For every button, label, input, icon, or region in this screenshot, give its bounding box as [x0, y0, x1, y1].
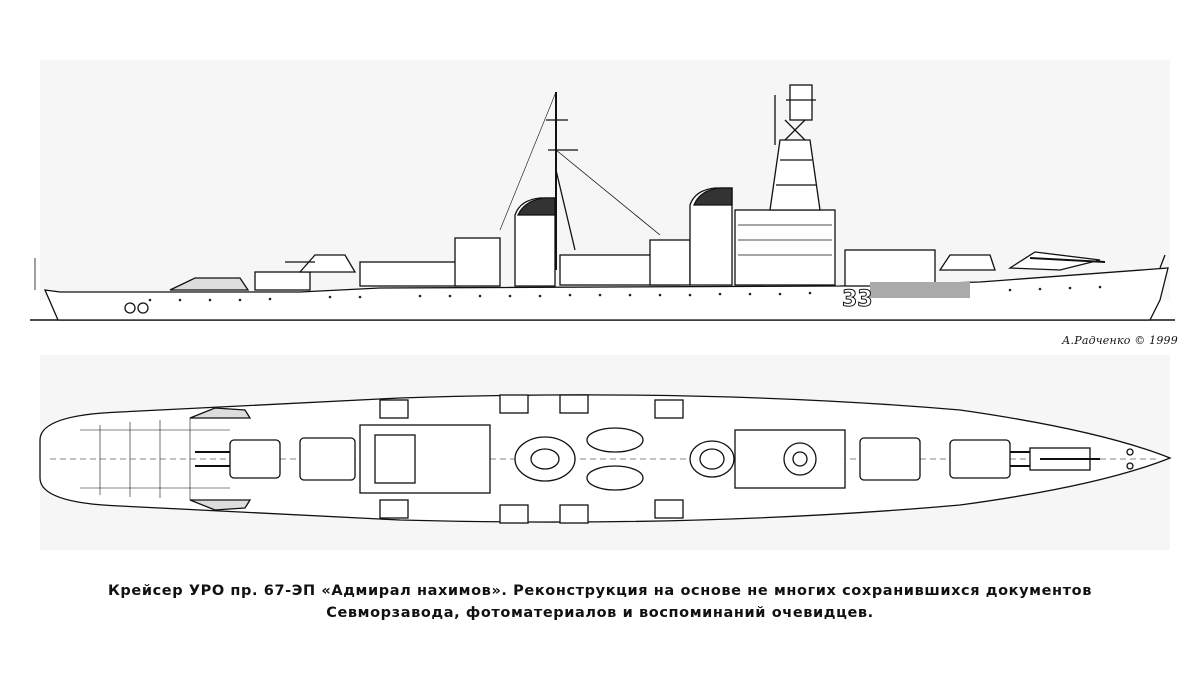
- aft-funnel-plan: [514, 436, 576, 482]
- secondary-mounts: [379, 394, 684, 524]
- fore-funnel-cap: [693, 187, 733, 206]
- stern-deck-grid: [80, 418, 230, 500]
- foremast-tower: [769, 139, 821, 211]
- forward-superstructure: [844, 249, 936, 287]
- aft-funnel-cap: [516, 197, 556, 216]
- top-plan-view: [39, 394, 1172, 524]
- stern-boat: [169, 277, 250, 291]
- bridge-superstructure: [734, 209, 836, 286]
- aft-turret-plan: [229, 439, 281, 479]
- hull-outline: [43, 267, 1169, 321]
- missile-launcher: [1007, 251, 1101, 271]
- bridge-windows: [738, 224, 832, 256]
- hull-shading-forward: [870, 282, 970, 298]
- boat-starboard-aft: [189, 499, 252, 511]
- aft-turret-2-plan: [299, 437, 356, 481]
- aft-superstructure: [359, 261, 461, 287]
- boat-port-aft: [189, 407, 252, 419]
- figure-caption: Крейсер УРО пр. 67-ЭП «Адмирал нахимов».…: [30, 580, 1170, 624]
- anchor-starboard: [1126, 462, 1134, 470]
- stern-hawse: [124, 302, 136, 314]
- fore-funnel-plan: [689, 440, 735, 478]
- caption-line-1: Крейсер УРО пр. 67-ЭП «Адмирал нахимов».…: [107, 583, 1093, 599]
- aft-deckhouse: [254, 271, 311, 291]
- forward-turret-plan: [859, 437, 921, 481]
- forward-turret-2-plan: [949, 439, 1011, 479]
- boat-port-mid: [586, 427, 644, 453]
- radar-top: [789, 84, 813, 121]
- foremast-plan: [783, 442, 817, 476]
- side-profile-view: [30, 84, 1175, 321]
- boat-starboard-mid: [586, 465, 644, 491]
- caption-line-2: Севморзавода, фотоматериалов и воспомина…: [326, 605, 874, 621]
- aft-director-block: [454, 237, 501, 287]
- hull-number: 33: [842, 287, 873, 312]
- anchor-port: [1126, 448, 1134, 456]
- forward-turret: [938, 254, 996, 271]
- artist-signature: А.Радченко © 1999: [1062, 334, 1178, 347]
- aft-turret: [298, 254, 357, 273]
- cruiser-line-drawing: 33: [30, 84, 1175, 524]
